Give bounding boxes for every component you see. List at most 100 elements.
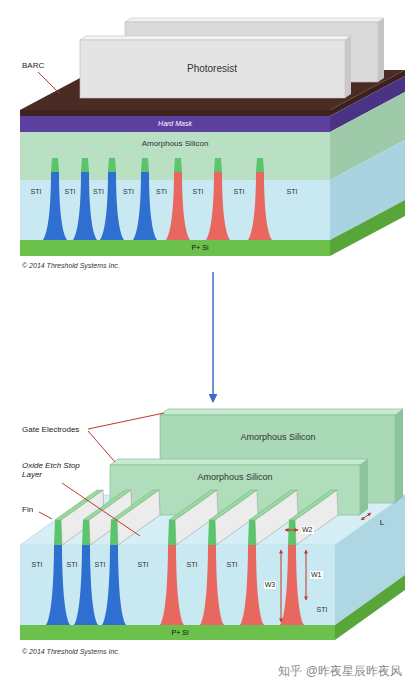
layer-name: P+ Si: [192, 244, 209, 252]
fin-tip: [168, 520, 176, 545]
copyright: © 2014 Threshold Systems Inc.: [22, 648, 120, 656]
fin-top: [111, 490, 159, 520]
fin-wall: [175, 490, 218, 545]
substrate-layer: [20, 625, 335, 640]
gate-top: [160, 409, 403, 415]
leader-line: [88, 413, 164, 429]
region-name: STI: [287, 188, 298, 196]
fin-profile: [240, 545, 264, 625]
fin-profile: [102, 545, 126, 625]
gate-side: [395, 409, 403, 503]
region-name: STI: [67, 561, 78, 569]
region-name: STI: [138, 561, 149, 569]
layer-name: Photoresist: [187, 63, 237, 75]
substrate-side: [335, 575, 405, 640]
dimension-arrow: [285, 530, 298, 531]
fin-profile: [100, 172, 124, 240]
layer-name: Amorphous Silicon: [197, 472, 272, 482]
fin-tip: [108, 158, 116, 172]
layer-name: BARC: [22, 61, 44, 70]
dimension-label: W3: [264, 581, 277, 589]
region-name: STI: [65, 188, 76, 196]
photoresist-side: [378, 18, 384, 82]
gate-top: [110, 459, 368, 465]
fin-wall: [295, 490, 338, 545]
fin-tip: [288, 520, 296, 545]
watermark: 知乎 @昨夜星辰昨夜风: [278, 665, 402, 679]
dimension-arrow: [361, 513, 371, 520]
fin-wall: [215, 490, 258, 545]
layer-name: Amorphous Silicon: [240, 432, 315, 442]
leader-line: [88, 431, 115, 462]
fin-tip: [208, 520, 216, 545]
region-name: STI: [227, 561, 238, 569]
fin-profile: [133, 172, 157, 240]
dimension-arrow: [281, 550, 282, 622]
region-name: STI: [93, 188, 104, 196]
fin-profile: [43, 172, 67, 240]
region-name: STI: [193, 188, 204, 196]
fin-profile: [248, 172, 272, 240]
fin-top: [289, 490, 337, 520]
fin-top: [249, 490, 297, 520]
photoresist-slab: [80, 40, 345, 98]
fin-top: [209, 490, 257, 520]
fin-top: [169, 490, 217, 520]
hard-mask-layer: [20, 116, 330, 132]
gate-side: [360, 459, 368, 515]
dimension-label: W2: [301, 526, 314, 534]
region-name: STI: [156, 188, 167, 196]
photoresist-top: [125, 18, 384, 22]
fin-top: [83, 490, 131, 520]
fin-profile: [74, 545, 98, 625]
dimension-label: L: [380, 518, 384, 527]
fin-tip: [82, 520, 90, 545]
leader-line: [39, 512, 52, 519]
part-name: Gate Electrodes: [22, 425, 79, 434]
dimension-label: W1: [310, 571, 323, 579]
sti-layer: [20, 545, 335, 625]
substrate-side: [330, 200, 405, 256]
fin-profile: [280, 545, 304, 625]
photoresist-side: [345, 36, 351, 98]
substrate-layer: [20, 240, 330, 256]
part-name: Oxide Etch Stop Layer: [22, 461, 94, 479]
fin-tip: [248, 520, 256, 545]
fin-profile: [206, 172, 230, 240]
fin-profile: [46, 545, 70, 625]
layer-name: Hard Mask: [158, 120, 192, 128]
region-name: STI: [234, 188, 245, 196]
process-arrow: [212, 272, 214, 402]
region-name: STI: [187, 561, 198, 569]
fin-wall: [117, 490, 160, 545]
leader-line: [62, 483, 140, 536]
fin-wall: [255, 490, 298, 545]
region-name: STI: [123, 188, 134, 196]
leader-line: [38, 72, 60, 94]
barc-layer: [20, 110, 330, 116]
region-name: STI: [32, 561, 43, 569]
fin-profile: [166, 172, 190, 240]
fin-tip: [141, 158, 149, 172]
fin-tip: [256, 158, 264, 172]
region-name: STI: [31, 188, 42, 196]
fin-tip: [110, 520, 118, 545]
fin-profile: [160, 545, 184, 625]
region-name: STI: [95, 561, 106, 569]
fin-tip: [54, 520, 62, 545]
fin-tip: [51, 158, 59, 172]
copyright: © 2014 Threshold Systems Inc.: [22, 262, 120, 270]
region-name: STI: [317, 606, 328, 614]
part-name: Fin: [22, 505, 33, 514]
layer-name: Amorphous Silicon: [142, 139, 209, 148]
fin-profile: [200, 545, 224, 625]
fin-tip: [174, 158, 182, 172]
fin-tip: [81, 158, 89, 172]
layer-name: P+ Si: [172, 629, 189, 637]
photoresist-top: [80, 36, 351, 40]
fin-tip: [214, 158, 222, 172]
dimension-arrow: [306, 550, 307, 600]
fin-profile: [73, 172, 97, 240]
